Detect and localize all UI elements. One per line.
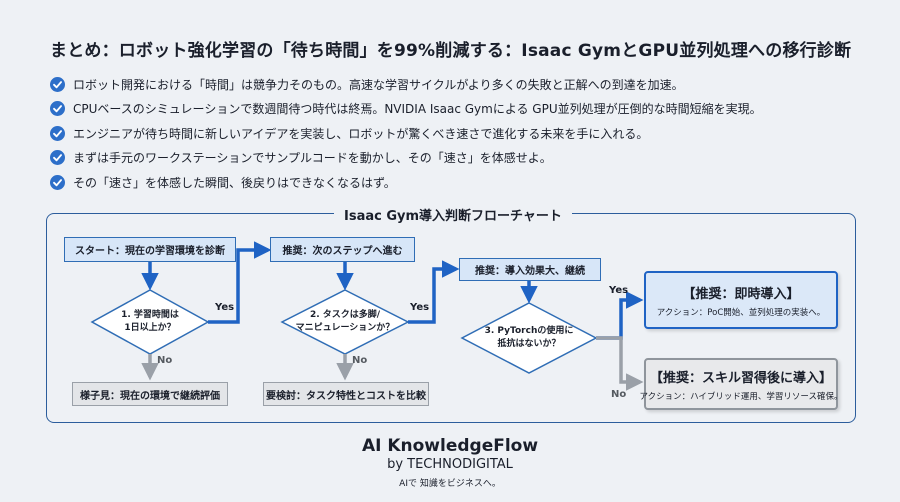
list-item: エンジニアが待ち時間に新しいアイデアを実装し、ロボットが驚くべき速さで進化する未… xyxy=(50,121,762,146)
recommend-later-box: 【推奨：スキル習得後に導入】 アクション：ハイブリッド運用、学習リソース確保。 xyxy=(640,358,843,410)
arrow-q2-yes xyxy=(408,260,460,324)
wait-box: 様子見：現在の環境で継続評価 xyxy=(72,382,228,406)
brand-byline: by TECHNODIGITAL xyxy=(387,457,513,472)
list-item: ロボット開発における「時間」は競争力そのもの。高速な学習サイクルがより多くの失敗… xyxy=(50,72,762,97)
summary-list: ロボット開発における「時間」は競争力そのもの。高速な学習サイクルがより多くの失敗… xyxy=(50,72,762,195)
check-circle-icon xyxy=(50,101,65,117)
check-circle-icon xyxy=(50,150,65,166)
recommend-immediate-action: アクション：PoC開始、並列処理の実装へ。 xyxy=(656,307,826,318)
brand-name: AI KnowledgeFlow xyxy=(361,436,539,456)
no-label-3: No xyxy=(611,389,627,400)
list-item: まずは手元のワークステーションでサンプルコードを動かし、その「速さ」を体感せよ。 xyxy=(50,146,762,171)
next-step-box: 推奨：次のステップへ進む xyxy=(270,237,415,262)
decision-diamond-3 xyxy=(460,302,598,374)
list-item-text: まずは手元のワークステーションでサンプルコードを動かし、その「速さ」を体感せよ。 xyxy=(73,151,552,166)
no-label-1: No xyxy=(157,355,173,366)
brand-tagline: AIで 知識をビジネスへ。 xyxy=(399,479,501,489)
recommend-later-title: 【推奨：スキル習得後に導入】 xyxy=(649,370,832,386)
recommend-later-action: アクション：ハイブリッド運用、学習リソース確保。 xyxy=(639,391,843,402)
big-effect-box: 推奨：導入効果大、継続 xyxy=(459,258,601,281)
arrow-q1-yes xyxy=(208,241,272,324)
check-circle-icon xyxy=(50,76,65,92)
review-box: 要検討：タスク特性とコストを比較 xyxy=(263,382,429,406)
list-item-text: エンジニアが待ち時間に新しいアイデアを実装し、ロボットが驚くべき速さで進化する未… xyxy=(73,126,649,141)
decision-2-label: 2. タスクは多脚/ マニピュレーションか？ xyxy=(295,310,395,333)
decision-3-label: 3. PyTorchの使用に 抵抗はないか？ xyxy=(484,326,574,349)
list-item: CPUベースのシミュレーションで数週間待つ時代は終焉。NVIDIA Isaac … xyxy=(50,97,762,122)
yes-label-1: Yes xyxy=(215,302,235,313)
list-item-text: CPUベースのシミュレーションで数週間待つ時代は終焉。NVIDIA Isaac … xyxy=(73,102,762,117)
no-label-2: No xyxy=(352,355,368,366)
yes-label-3: Yes xyxy=(609,285,629,296)
check-circle-icon xyxy=(50,174,65,190)
recommend-immediate-box: 【推奨：即時導入】 アクション：PoC開始、並列処理の実装へ。 xyxy=(644,271,838,329)
list-item: その「速さ」を体感した瞬間、後戻りはできなくなるはず。 xyxy=(50,170,762,195)
arrow-q3-no xyxy=(596,336,644,391)
start-box: スタート：現在の学習環境を診断 xyxy=(64,237,236,262)
list-item-text: その「速さ」を体感した瞬間、後戻りはできなくなるはず。 xyxy=(73,175,396,190)
flowchart-title: Isaac Gym導入判断フローチャート xyxy=(334,205,572,224)
yes-label-2: Yes xyxy=(410,302,430,313)
page-title: まとめ：ロボット強化学習の「待ち時間」を99%削減する：Isaac GymとGP… xyxy=(50,41,852,61)
list-item-text: ロボット開発における「時間」は競争力そのもの。高速な学習サイクルがより多くの失敗… xyxy=(73,77,684,92)
check-circle-icon xyxy=(50,125,65,141)
arrow-q3-yes xyxy=(596,291,644,340)
recommend-immediate-title: 【推奨：即時導入】 xyxy=(682,286,800,302)
decision-1-label: 1. 学習時間は 1日以上か？ xyxy=(121,310,179,333)
